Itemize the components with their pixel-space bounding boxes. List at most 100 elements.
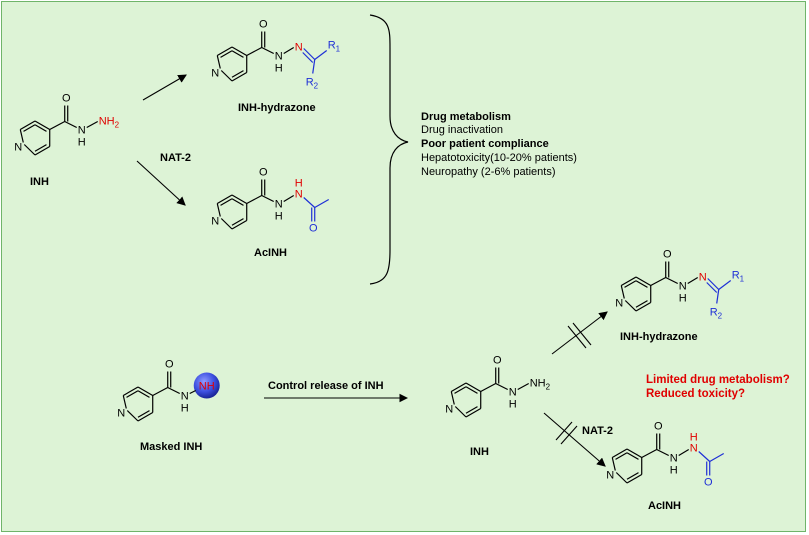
inh-top-ring-bond-4 (19, 129, 24, 143)
ac-bottom-ring-bond-4 (611, 457, 616, 471)
hyd-top-n-n-bond (283, 46, 295, 55)
question-limited-metabolism: Limited drug metabolism? (646, 374, 790, 386)
inh-top-ring-n: N (14, 142, 22, 154)
ac-top-ring-bond-4 (216, 203, 221, 217)
hyd-bottom-ring-to-carbonyl (650, 276, 667, 287)
hyd-bottom-amide-h: H (679, 293, 687, 305)
ac-top-acyl-o: O (309, 223, 318, 235)
ac-top-ring-inner-5 (220, 198, 233, 206)
block-slash-1b (572, 322, 592, 346)
hyd-top-carbonyl-o: O (259, 19, 268, 31)
hyd-top-imine-n: N (295, 42, 303, 54)
inh-bottom-carbonyl-o: O (493, 355, 502, 367)
inh-top-ring-inner-0 (34, 124, 47, 132)
hydrazone-label-top: INH-hydrazone (238, 102, 316, 114)
masked-ring-to-carbonyl (152, 386, 169, 397)
ac-bottom-acyl-n: N (690, 443, 698, 455)
hyd-bottom-r1: R1 (732, 270, 745, 284)
masked-carbonyl-o: O (165, 359, 174, 371)
inh-label-bottom: INH (470, 446, 489, 458)
hyd-top-ring-inner-0 (231, 50, 244, 58)
block-slash-1a (567, 325, 587, 349)
hyd-bottom-ring-bond-5 (620, 276, 637, 287)
inh-bottom-ring-bond-5 (450, 382, 467, 393)
hyd-top-ring-bond-2 (231, 71, 248, 82)
masked-ring-bond-5 (122, 386, 139, 397)
masked-ring-inner-2 (137, 410, 150, 418)
hyd-top-c-r1-bond (314, 50, 328, 60)
hyd-bottom-cn-double-1 (707, 278, 720, 290)
inh-bottom-ring-n: N (445, 404, 453, 416)
ac-bottom-ring-to-carbonyl (641, 448, 658, 459)
ac-top-ring-bond-3 (220, 218, 233, 230)
ac-bottom-n-n-bond (678, 448, 690, 457)
inh-bottom-ring-to-carbonyl (480, 382, 497, 393)
hyd-bottom-c-r2-bond (716, 289, 720, 304)
masked-n-link (189, 389, 196, 395)
ac-top-n-n-bond (283, 194, 295, 203)
inh-label-top: INH (30, 176, 49, 188)
effect-hepatotoxicity: Hepatotoxicity(10-20% patients) (421, 152, 577, 164)
hyd-top-r2: R2 (306, 77, 319, 91)
ac-top-ring-inner-2 (231, 218, 244, 226)
inh-bottom-amide-h: H (509, 399, 517, 411)
hyd-top-cn-double-2 (302, 52, 314, 63)
masked-c-n-bond (167, 386, 180, 395)
hyd-top-ring-bond-5 (216, 46, 233, 57)
inh-bottom-amide-n: N (509, 387, 517, 399)
ac-bottom-acyl-h: H (690, 432, 698, 444)
hyd-bottom-amide-n: N (679, 281, 687, 293)
hyd-bottom-ring-inner-0 (635, 280, 648, 288)
ac-top-methyl-bond (314, 198, 330, 209)
ac-top-ring-bond-2 (231, 219, 248, 230)
inh-top-amide-n: N (78, 125, 86, 137)
inh-bottom-ring-bond-2 (465, 407, 482, 418)
hyd-bottom-ring-inner-2 (635, 300, 648, 308)
block-slash-2a (555, 421, 573, 441)
nat2-label-bottom: NAT-2 (582, 425, 613, 437)
inh-top-ring-bond-0 (34, 120, 51, 131)
ac-top-amide-n: N (275, 199, 283, 211)
hyd-top-cn-double-1 (303, 48, 316, 60)
effect-drug-metabolism: Drug metabolism (421, 111, 511, 123)
inh-bottom-n-n-bond (517, 382, 530, 391)
effect-neuropathy: Neuropathy (2-6% patients) (421, 166, 556, 178)
inh-top-carbonyl-o: O (62, 93, 71, 105)
effect-drug-inactivation: Drug inactivation (421, 124, 503, 136)
hyd-bottom-imine-n: N (699, 272, 707, 284)
hyd-bottom-carbonyl-o: O (663, 249, 672, 261)
ac-top-ring-n: N (211, 216, 219, 228)
curly-brace (369, 14, 409, 285)
acinh-label-top: AcINH (254, 247, 288, 259)
masked-inh-label: Masked INH (140, 441, 203, 453)
hyd-bottom-ring-inner-5 (624, 280, 637, 288)
inh-top-amide-h: H (78, 137, 86, 149)
ac-bottom-c-n-bond (656, 448, 669, 457)
ac-bottom-n-c-bond (698, 451, 711, 462)
ac-top-n-c-bond (303, 197, 316, 208)
hyd-bottom-ring-bond-2 (635, 301, 652, 312)
nat2-label-top: NAT-2 (160, 152, 191, 164)
hyd-top-amide-n: N (275, 51, 283, 63)
hyd-top-ring-n: N (211, 68, 219, 80)
hyd-bottom-r2: R2 (710, 307, 723, 321)
masked-ring-inner-5 (126, 390, 139, 398)
arrow-to-hydrazone-bottom (551, 311, 608, 355)
ac-bottom-carbonyl-o: O (654, 421, 663, 433)
ac-top-ring-bond-5 (216, 194, 233, 205)
hyd-bottom-ring-bond-3 (624, 300, 637, 312)
hyd-top-ring-bond-4 (216, 55, 221, 69)
block-slash-2b (560, 425, 578, 445)
hyd-top-c-n-bond (261, 46, 274, 55)
mask-sphere (193, 372, 220, 399)
ac-top-c-n-bond (261, 194, 274, 203)
ac-bottom-acyl-o: O (704, 477, 713, 489)
hyd-bottom-cn-double-2 (706, 282, 718, 293)
hyd-bottom-c-n-bond (665, 276, 678, 285)
inh-top-ring-inner-5 (23, 124, 36, 132)
hyd-top-ring-inner-5 (220, 50, 233, 58)
hyd-bottom-c-r1-bond (718, 280, 732, 290)
inh-bottom-c-n-bond (495, 382, 508, 391)
